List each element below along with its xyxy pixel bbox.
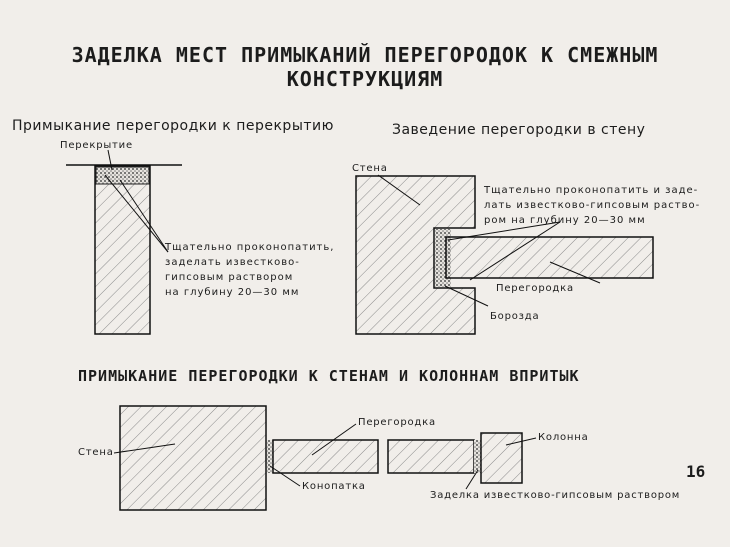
ceiling-note-line-3: гипсовым раствором: [165, 272, 294, 283]
flush-label-column: Колонна: [538, 432, 589, 443]
partition-leader: [549, 261, 601, 284]
flush-label-caulk: Конопатка: [302, 481, 366, 492]
note-leader-b: [469, 221, 561, 281]
flush-label-wall: Стена: [78, 447, 114, 458]
section-wall-heading: Заведение перегородки в стену: [392, 122, 646, 138]
ceiling-note-line-4: на глубину 20—30 мм: [165, 287, 300, 298]
wall-note-line-3: ром на глубину 20—30 мм: [484, 215, 646, 226]
flush-column: [480, 432, 523, 484]
flush-label-mortar: Заделка известково-гипсовым раствором: [430, 490, 681, 501]
wall-block: [355, 175, 476, 335]
label-groove: Борозда: [490, 311, 540, 322]
ceiling-partition: [94, 165, 151, 335]
section-ceiling-heading: Примыкание перегородки к перекрытию: [12, 118, 334, 134]
label-wall: Стена: [352, 163, 388, 174]
ceiling-note-line-2: заделать известково-: [165, 257, 300, 268]
flush-junction-diagram: [113, 405, 537, 511]
slide-title-line-1: ЗАДЕЛКА МЕСТ ПРИМЫКАНИЙ ПЕРЕГОРОДОК К СМ…: [71, 43, 659, 67]
flush-wall-block: [119, 405, 267, 511]
page-number: 16: [686, 462, 706, 481]
note-leader-2: [119, 179, 169, 253]
groove-leader: [444, 285, 489, 307]
wall-partition: [445, 236, 654, 279]
flush-caulk-leader: [269, 465, 301, 487]
wall-insertion-diagram: [355, 174, 654, 335]
flush-partition-leader: [311, 423, 357, 456]
flush-partition-right: [387, 439, 475, 474]
wall-note: Тщательно проконопатить и заде- лать изв…: [484, 183, 700, 228]
section-flush-heading: ПРИМЫКАНИЕ ПЕРЕГОРОДКИ К СТЕНАМ И КОЛОНН…: [78, 367, 580, 385]
wall-note-line-2: лать известково-гипсовым раство-: [484, 200, 701, 211]
label-ceiling: Перекрытие: [60, 140, 133, 151]
ceiling-caulk: [95, 166, 150, 185]
ceiling-note: Тщательно проконопатить, заделать извест…: [165, 240, 334, 300]
ceiling-note-line-1: Тщательно проконопатить,: [165, 242, 335, 253]
flush-column-leader: [505, 437, 537, 446]
ceiling-junction-diagram: [66, 149, 182, 335]
slide-title-line-2: КОНСТРУКЦИЯМ: [286, 67, 444, 91]
flush-mortar-leader: [465, 469, 479, 490]
flush-caulk-left: [267, 440, 273, 473]
label-partition: Перегородка: [496, 283, 574, 294]
flush-wall-leader: [113, 443, 176, 454]
flush-caulk-right: [474, 440, 481, 473]
wall-label-leader: [377, 174, 421, 206]
note-leader-a: [447, 221, 561, 241]
ceiling-leader: [107, 149, 113, 171]
flush-label-partition: Перегородка: [358, 417, 436, 428]
note-leader-1: [104, 174, 169, 253]
wall-note-line-1: Тщательно проконопатить и заде-: [484, 185, 699, 196]
